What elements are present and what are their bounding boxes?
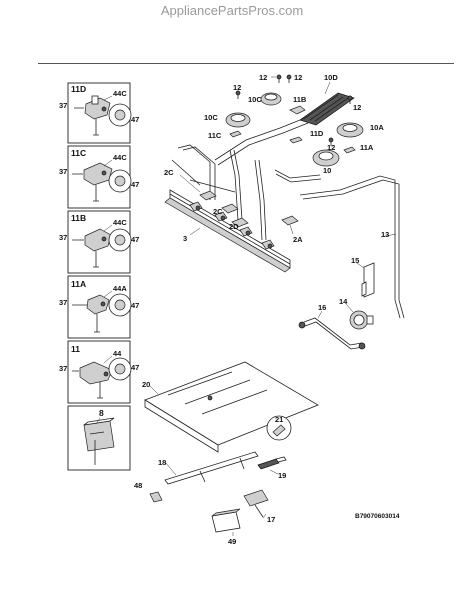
- inset-panel-11b[interactable]: 11B 37 44C 47: [59, 210, 139, 274]
- burner-cap-10d[interactable]: [299, 81, 355, 126]
- bracket-48[interactable]: [149, 491, 163, 503]
- inset-panel-11c[interactable]: 11C 37 44C 47: [59, 145, 139, 209]
- valve-body-11b: [84, 228, 112, 252]
- valve-2a[interactable]: [281, 215, 299, 235]
- callout-11A: 11A: [360, 143, 374, 152]
- part-circle-21[interactable]: [266, 415, 292, 441]
- callout-17: 17: [267, 515, 275, 524]
- panel-left-11d: 37: [59, 101, 67, 110]
- callout-14: 14: [339, 297, 348, 306]
- orifice-11a[interactable]: [343, 146, 356, 154]
- panel-title-11: 11: [71, 344, 80, 354]
- callout-10C: 10C: [204, 113, 218, 122]
- callout-2A: 2A: [293, 235, 303, 244]
- site-watermark: AppliancePartsPros.com: [160, 3, 304, 18]
- panel-circle-label-11: 47: [131, 363, 139, 372]
- burner-11b[interactable]: [289, 105, 306, 115]
- burner-10[interactable]: [312, 149, 340, 167]
- valve-2c-b[interactable]: [221, 203, 239, 214]
- callout-12b: 12: [294, 73, 302, 82]
- panel-left-11c: 37: [59, 167, 67, 176]
- part-49[interactable]: [211, 508, 241, 536]
- valve-body-11d: [84, 97, 111, 120]
- panel-title-11c: 11C: [71, 148, 86, 158]
- burner-10c-top[interactable]: [260, 92, 282, 106]
- callout-2D: 2D: [229, 222, 239, 231]
- callout-13: 13: [381, 230, 389, 239]
- panel-circle-label-11d: 47: [131, 115, 139, 124]
- igniter-rail-18[interactable]: [164, 451, 259, 485]
- part-17[interactable]: [243, 489, 269, 519]
- callout-19: 19: [278, 471, 286, 480]
- callout-18: 18: [158, 458, 166, 467]
- panel-right-11a: 44A: [113, 284, 127, 293]
- burner-10a[interactable]: [336, 122, 364, 138]
- panel-circle-label-11b: 47: [131, 235, 139, 244]
- panel-title-11b: 11B: [71, 213, 86, 223]
- callout-10D: 10D: [324, 73, 338, 82]
- callout-15: 15: [351, 256, 359, 265]
- callout-21: 21: [275, 415, 283, 424]
- panel-right-11d: 44C: [113, 89, 127, 98]
- gas-line-16[interactable]: [298, 310, 366, 350]
- document-number: B79070603014: [355, 513, 400, 520]
- panel-left-11b: 37: [59, 233, 67, 242]
- valve-2d[interactable]: [231, 217, 249, 228]
- inset-panel-11a[interactable]: 11A 37 44A 47: [59, 275, 139, 339]
- panel-right-11b: 44C: [113, 218, 127, 227]
- bracket-15[interactable]: [356, 262, 375, 298]
- panel-title-11a: 11A: [71, 279, 86, 289]
- panel-title-11d: 11D: [71, 84, 86, 94]
- callout-48: 48: [134, 481, 142, 490]
- valve-body-11a: [86, 294, 110, 315]
- callout-12d: 12: [353, 103, 361, 112]
- inset-panel-8[interactable]: 8: [67, 405, 131, 471]
- panel-left-11: 37: [59, 364, 67, 373]
- callout-20: 20: [142, 380, 150, 389]
- callout-11D: 11D: [310, 129, 324, 138]
- callout-49: 49: [228, 537, 236, 546]
- panel-circle-label-11a: 47: [131, 301, 139, 310]
- callout-12a: 12: [259, 73, 267, 82]
- inset-panel-11[interactable]: 11 37 44 47: [59, 340, 139, 404]
- orifice-11c[interactable]: [229, 130, 242, 138]
- panel-left-11a: 37: [59, 298, 67, 307]
- gas-tubes[interactable]: [171, 117, 405, 319]
- callout-11B: 11B: [293, 95, 307, 104]
- callout-2C-b: 2C: [213, 207, 223, 216]
- valve-body-11: [79, 361, 113, 385]
- callout-3: 3: [183, 234, 187, 243]
- callout-11C: 11C: [208, 131, 222, 140]
- panel-right-11: 44: [113, 349, 122, 358]
- header-rule: [38, 63, 454, 64]
- callout-12c: 12: [233, 83, 241, 92]
- regulator-14[interactable]: [345, 303, 374, 330]
- orifice-11d[interactable]: [289, 136, 303, 144]
- callout-12e: 12: [327, 143, 335, 152]
- panel-circle-label-11c: 47: [131, 180, 139, 189]
- inset-panel-11d[interactable]: 11D 37 44C 47: [59, 82, 139, 144]
- callout-16: 16: [318, 303, 326, 312]
- screw-set-12[interactable]: [235, 74, 353, 146]
- valve-2c[interactable]: [179, 174, 217, 201]
- callout-10C-top: 10C: [248, 95, 262, 104]
- panel-title-8: 8: [99, 408, 104, 418]
- igniter-19[interactable]: [257, 456, 287, 475]
- burner-box-20[interactable]: [144, 361, 319, 453]
- callout-10A: 10A: [370, 123, 384, 132]
- manifold-rail-3[interactable]: [164, 189, 291, 273]
- panel-right-11c: 44C: [113, 153, 127, 162]
- callout-10: 10: [323, 166, 331, 175]
- burner-10c[interactable]: [225, 112, 251, 128]
- spark-module-8: [83, 420, 115, 452]
- callout-2C: 2C: [164, 168, 174, 177]
